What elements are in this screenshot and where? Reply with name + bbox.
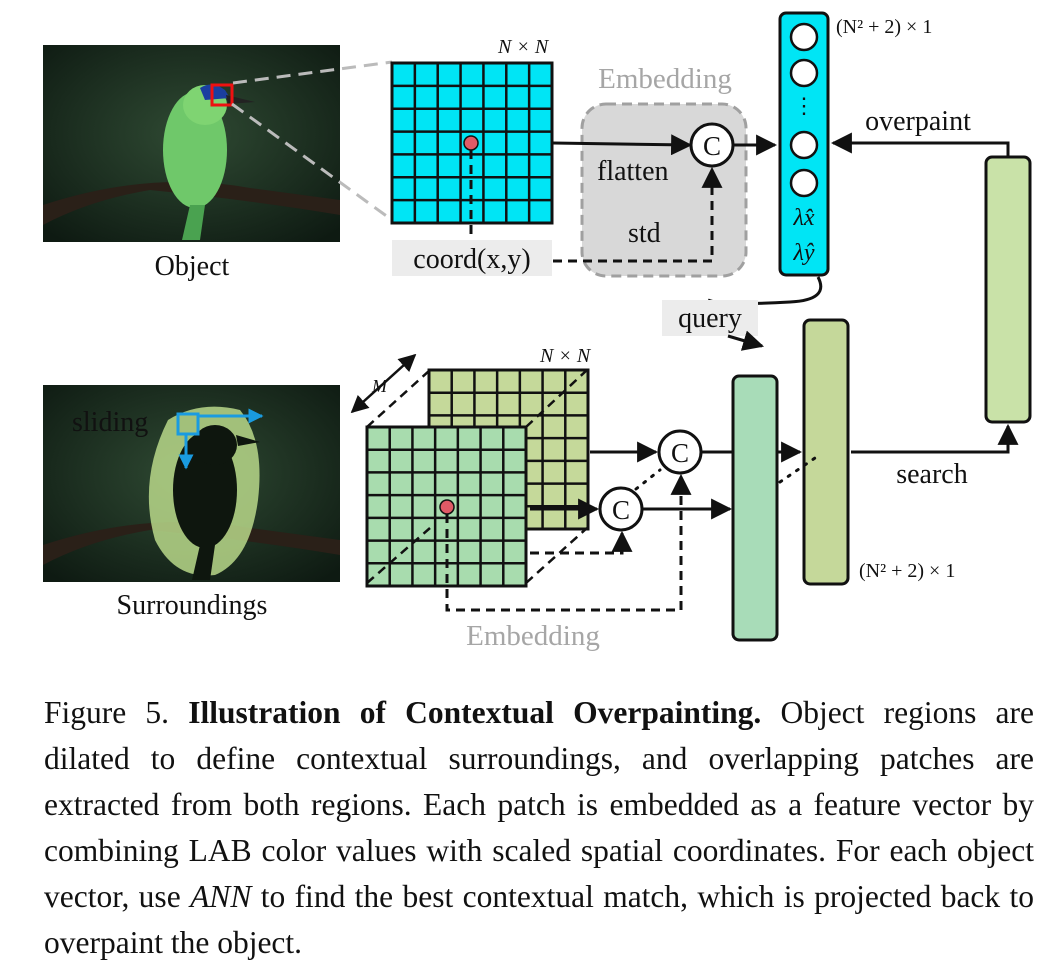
vector-dim-label-top: (N² + 2) × 1 xyxy=(836,16,932,38)
depth-label: M xyxy=(371,376,388,396)
surround-feature-vector-back xyxy=(802,318,850,586)
concat-symbol-back: C xyxy=(671,438,689,468)
lambda-x-label: λx̂ xyxy=(792,205,814,231)
query-label-bg xyxy=(662,300,758,336)
caption-prefix: Figure 5. xyxy=(44,695,170,730)
grid-stack-depth-lines xyxy=(366,369,588,584)
vector-cell xyxy=(789,130,819,160)
zoom-guide-top xyxy=(232,60,393,85)
vector-cell xyxy=(789,168,819,198)
patch-center-point xyxy=(463,135,479,151)
caption-ann: ANN xyxy=(190,879,252,914)
caption-body-2: to find the best contextual match, which… xyxy=(44,879,1035,960)
search-label: search xyxy=(896,459,968,490)
coord-dashed-back xyxy=(445,473,692,612)
concat-symbol-front: C xyxy=(612,495,630,525)
sliding-label: sliding xyxy=(72,407,148,438)
embedding-label-top: Embedding xyxy=(598,63,732,95)
object-photo xyxy=(43,45,340,242)
flatten-arrow xyxy=(552,134,693,156)
overpaint-label: overpaint xyxy=(865,106,971,137)
query-label: query xyxy=(678,303,742,334)
surround-feature-vector-front xyxy=(731,374,779,642)
surroundings-label: Surroundings xyxy=(117,590,268,621)
coord-dashed-front xyxy=(530,530,633,555)
vector-stack-dots xyxy=(778,456,817,484)
vector-cell xyxy=(789,58,819,88)
search-arrow xyxy=(851,423,1019,454)
query-arrow xyxy=(727,330,765,351)
object-patch-marker xyxy=(210,83,234,107)
caption-title: Illustration of Contextual Overpainting. xyxy=(188,695,762,730)
overpaint-arrow xyxy=(830,132,1010,157)
query-curve xyxy=(707,276,823,306)
concat-symbol-top: C xyxy=(703,131,721,161)
coord-label: coord(x,y) xyxy=(413,244,530,275)
embedding-label-bottom: Embedding xyxy=(466,620,600,652)
surround-patch-center-point xyxy=(439,499,455,515)
zoom-guide-bottom xyxy=(231,102,393,222)
std-label: std xyxy=(628,218,661,249)
coord-label-bg xyxy=(392,240,552,276)
vector-cell xyxy=(789,22,819,52)
grid-size-label-top: N × N xyxy=(497,36,550,58)
caption-body-1: Object regions are dilated to define con… xyxy=(44,695,1034,914)
object-label: Object xyxy=(155,251,230,282)
flatten-label: flatten xyxy=(597,156,669,187)
figure-caption: Figure 5. Illustration of Contextual Ove… xyxy=(44,690,1034,966)
contextual-overpainting-diagram: Object N × N Embedding flatten std C coo… xyxy=(43,11,1032,652)
depth-arrow xyxy=(350,353,417,414)
coord-dashed-to-concat xyxy=(553,166,723,263)
result-vector xyxy=(984,155,1032,424)
concat-node-top xyxy=(689,122,735,168)
sliding-window-marker xyxy=(176,412,200,436)
concat-dots xyxy=(634,468,662,491)
lambda-y-label: λŷ xyxy=(792,240,814,266)
vector-vdots: ⋮ xyxy=(793,93,815,118)
vector-dim-label-bottom: (N² + 2) × 1 xyxy=(859,560,955,582)
surroundings-photo xyxy=(43,385,340,582)
grid-size-label-bottom: N × N xyxy=(539,345,592,367)
